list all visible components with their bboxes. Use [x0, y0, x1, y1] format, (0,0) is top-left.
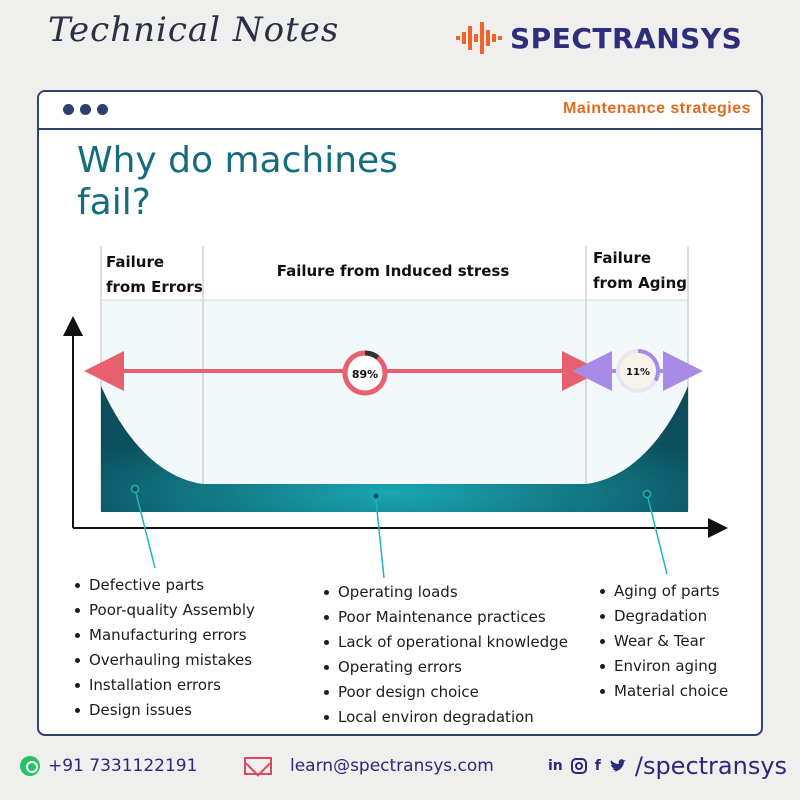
- share-value-89: 89%: [352, 368, 378, 381]
- dot-icon: [80, 104, 91, 115]
- social-handle: /spectransys: [634, 752, 788, 780]
- list-item: Material choice: [600, 679, 728, 704]
- email-address: learn@spectransys.com: [290, 756, 494, 776]
- list-item: Operating loads: [324, 580, 568, 605]
- share-badge-aging: 11%: [616, 349, 660, 393]
- label-errors-line1: Failure: [106, 253, 164, 271]
- aging-cause-list: Aging of parts Degradation Wear & Tear E…: [600, 579, 728, 704]
- phone-number: +91 7331122191: [48, 756, 198, 776]
- share-badge-induced-stress: 89%: [342, 350, 388, 396]
- label-errors-line2: from Errors: [106, 278, 203, 296]
- label-aging-line2: from Aging: [593, 274, 687, 292]
- spectransys-logo: SPECTRANSYS: [456, 20, 742, 56]
- list-item: Degradation: [600, 604, 728, 629]
- category-tag: Maintenance strategies: [563, 100, 751, 117]
- bathtub-curve-area: [101, 386, 688, 512]
- curve-background: [101, 300, 688, 510]
- list-item: Poor Maintenance practices: [324, 605, 568, 630]
- page-title: Why do machines fail?: [77, 140, 398, 223]
- mail-icon: [244, 757, 272, 775]
- list-item: Local environ degradation: [324, 705, 568, 730]
- list-item: Manufacturing errors: [75, 623, 255, 648]
- window-dots: [63, 104, 108, 115]
- list-item: Wear & Tear: [600, 629, 728, 654]
- callout-dot-stress: [371, 491, 381, 501]
- list-item: Overhauling mistakes: [75, 648, 255, 673]
- technical-notes-title: Technical Notes: [48, 10, 340, 50]
- callout-dot-aging: [642, 489, 652, 499]
- whatsapp-icon: [20, 756, 40, 776]
- callout-dot-errors: [130, 484, 140, 494]
- list-item: Aging of parts: [600, 579, 728, 604]
- brand-name: SPECTRANSYS: [510, 21, 743, 55]
- list-item: Installation errors: [75, 673, 255, 698]
- share-arc-89: [364, 350, 380, 360]
- list-item: Defective parts: [75, 573, 255, 598]
- induced-stress-cause-list: Operating loads Poor Maintenance practic…: [324, 580, 568, 730]
- waveform-logo-icon: [456, 22, 502, 54]
- callout-line-errors: [135, 492, 156, 569]
- callout-line-aging: [647, 497, 668, 575]
- errors-cause-list: Defective parts Poor-quality Assembly Ma…: [75, 573, 255, 723]
- phone-contact[interactable]: +91 7331122191: [20, 750, 197, 782]
- share-arc-11: [637, 349, 660, 382]
- callout-line-stress: [375, 499, 385, 579]
- social-links: in f /spectransys: [548, 750, 787, 782]
- label-induced-stress: Failure from Induced stress: [277, 262, 510, 280]
- list-item: Lack of operational knowledge: [324, 630, 568, 655]
- list-item: Design issues: [75, 698, 255, 723]
- list-item: Operating errors: [324, 655, 568, 680]
- twitter-icon[interactable]: [609, 758, 627, 774]
- dot-icon: [63, 104, 74, 115]
- linkedin-icon[interactable]: in: [548, 758, 563, 774]
- dot-icon: [97, 104, 108, 115]
- callout-leaders: [130, 484, 668, 579]
- facebook-icon[interactable]: f: [594, 758, 601, 774]
- label-aging-line1: Failure: [593, 249, 651, 267]
- instagram-icon[interactable]: [570, 758, 587, 774]
- share-value-11: 11%: [626, 367, 650, 378]
- list-item: Poor-quality Assembly: [75, 598, 255, 623]
- card-title-bar: Maintenance strategies: [39, 92, 761, 130]
- list-item: Environ aging: [600, 654, 728, 679]
- email-contact[interactable]: learn@spectransys.com: [244, 750, 494, 782]
- list-item: Poor design choice: [324, 680, 568, 705]
